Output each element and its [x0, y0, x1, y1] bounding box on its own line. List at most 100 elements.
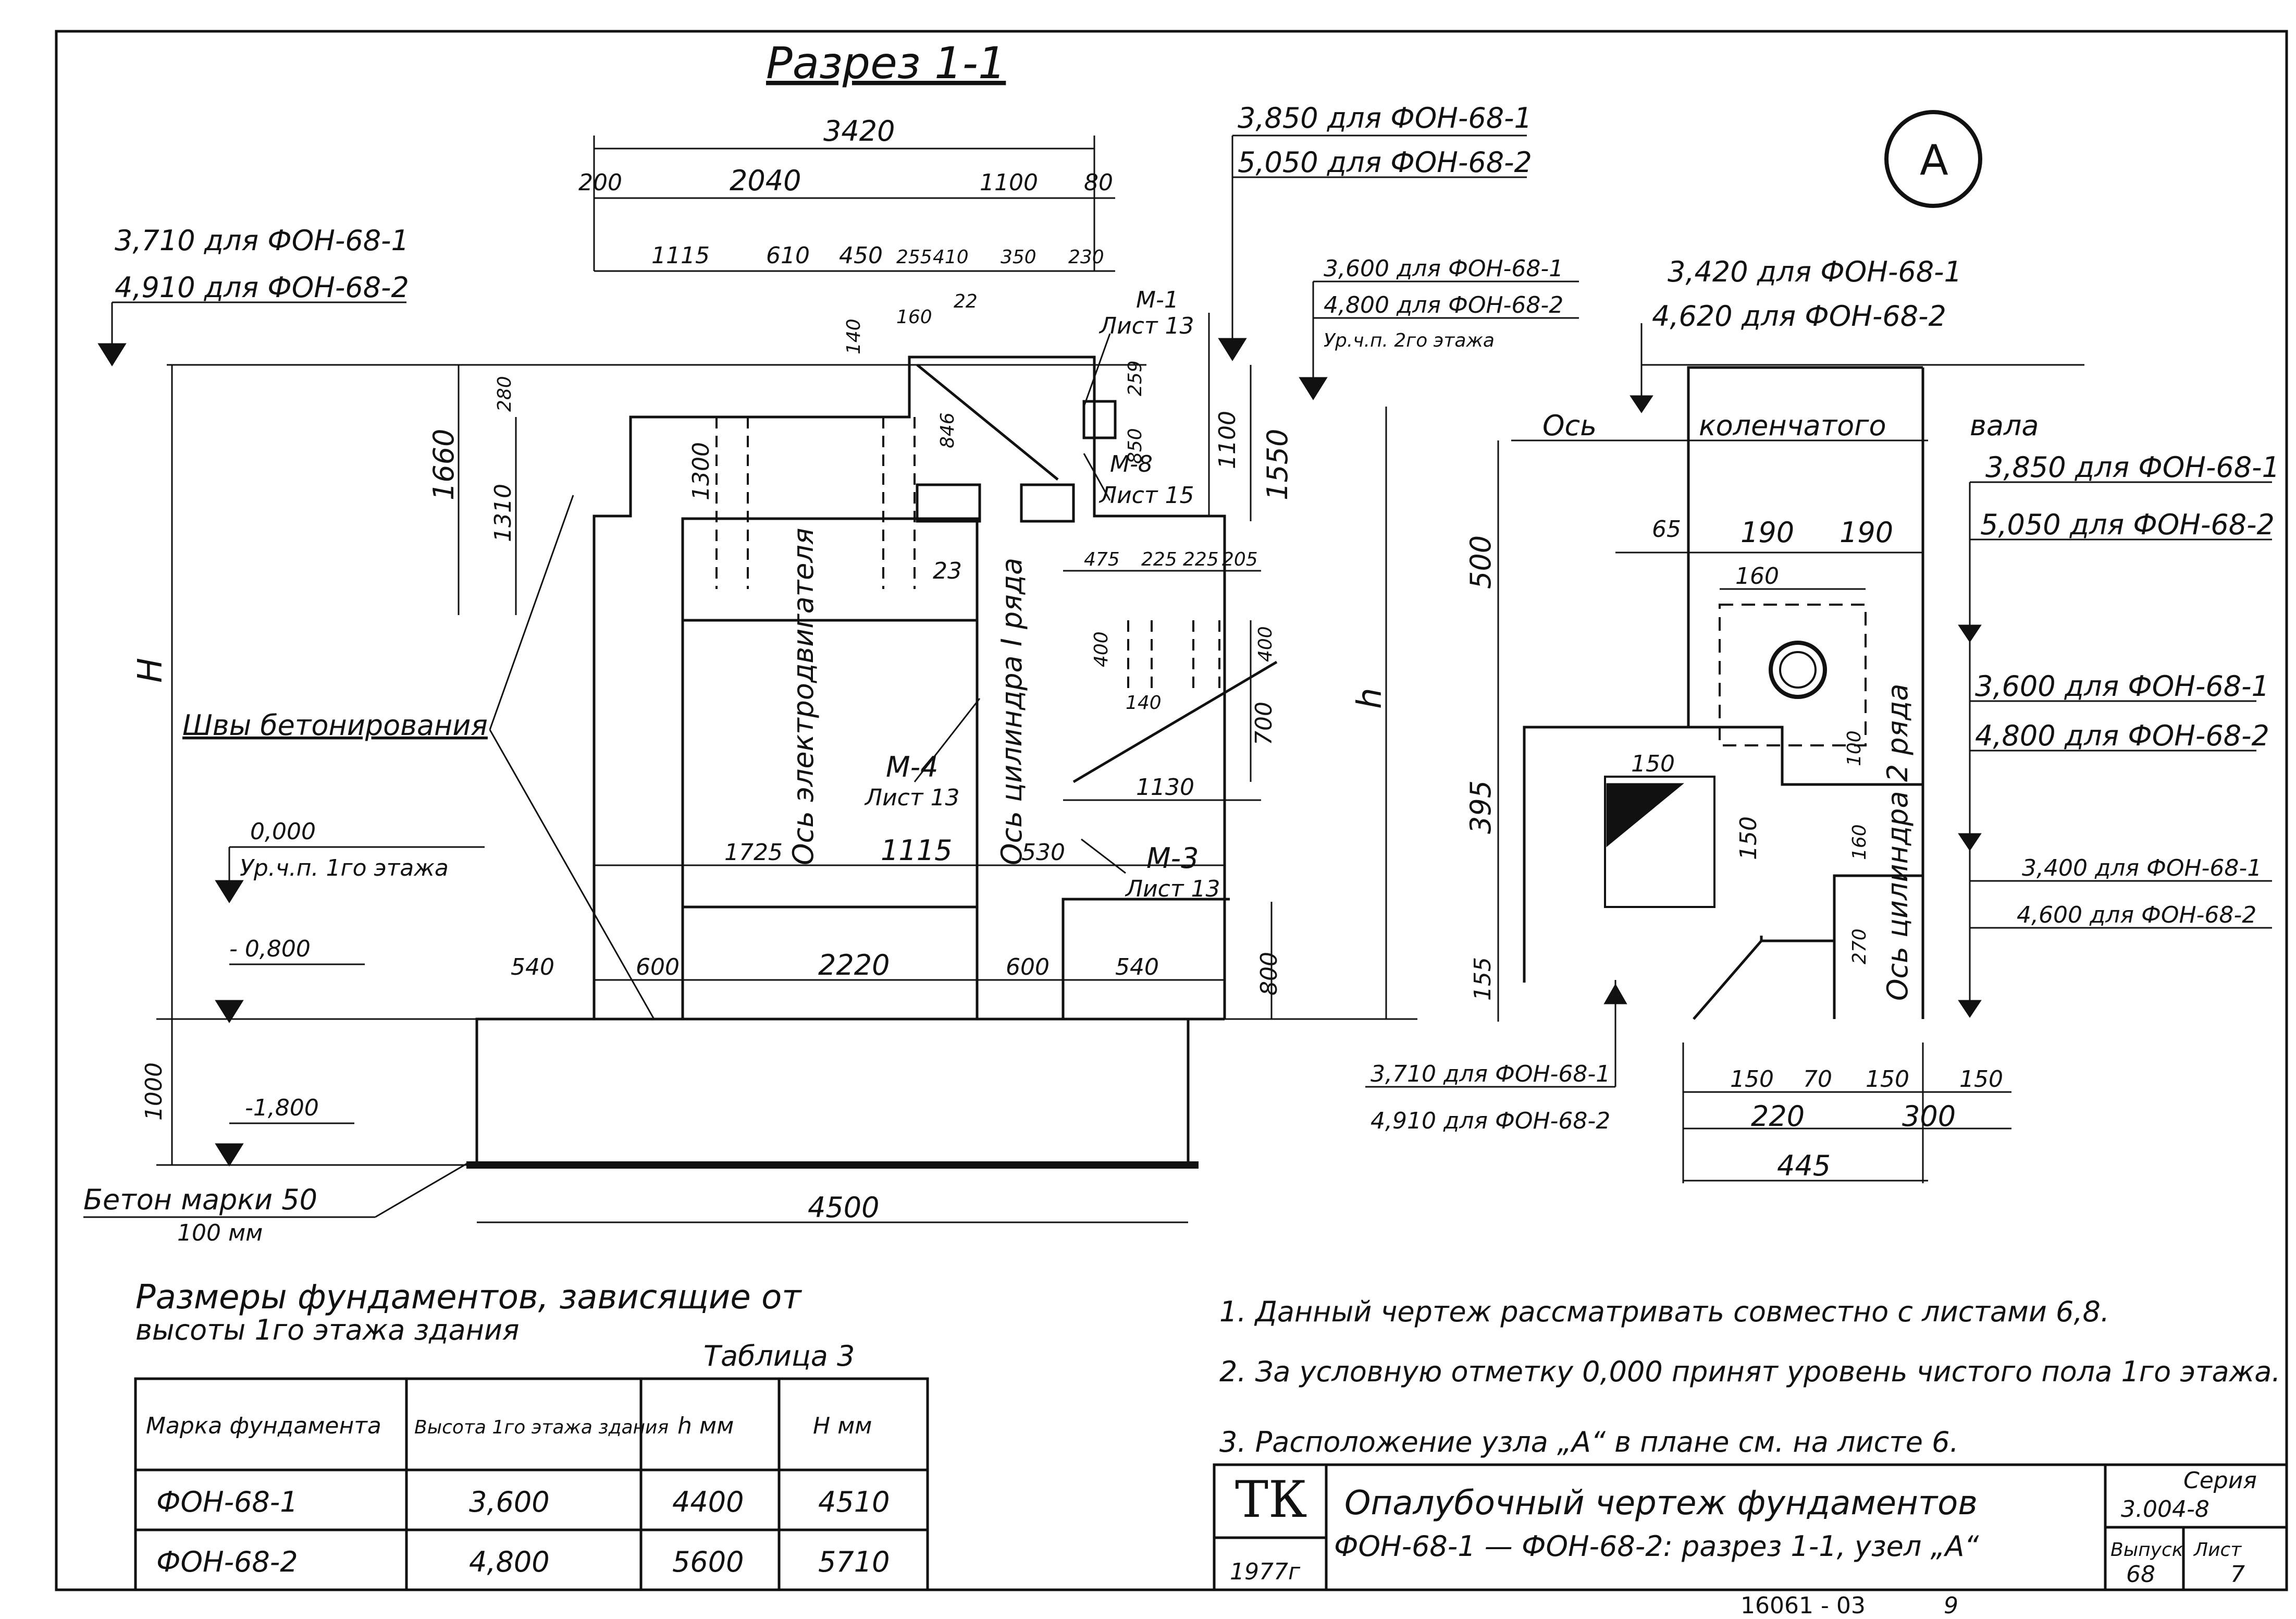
svg-text:23: 23	[933, 558, 962, 584]
section-level-marks	[97, 338, 1328, 1167]
svg-text:5600: 5600	[672, 1546, 744, 1578]
svg-text:205: 205	[1222, 549, 1258, 570]
svg-text:190: 190	[1740, 516, 1794, 549]
svg-text:22: 22	[954, 291, 978, 312]
svg-text:225: 225	[1141, 549, 1177, 570]
dim-h: h	[1351, 688, 1389, 709]
svg-text:259: 259	[1125, 360, 1146, 396]
svg-text:140: 140	[1126, 692, 1162, 714]
svg-text:410: 410	[933, 247, 969, 268]
stamp-series-label: Серия	[2183, 1467, 2257, 1494]
svg-text:2220: 2220	[818, 949, 890, 982]
svg-text:150: 150	[1735, 816, 1762, 860]
label-m4: М-4	[886, 751, 938, 783]
svg-text:500: 500	[1464, 535, 1497, 589]
node-mark-r2a: 3,600 для ФОН-68-1	[1975, 670, 2269, 703]
svg-text:1310: 1310	[490, 484, 516, 542]
stamp-org: ТК	[1235, 1470, 1307, 1529]
node-mark-r1a: 3,850 для ФОН-68-1	[1985, 451, 2280, 484]
node-axis-3: вала	[1970, 409, 2039, 442]
stamp-sheet: 7	[2230, 1561, 2245, 1588]
label-m1-sheet: Лист 13	[1098, 313, 1194, 339]
svg-text:1115: 1115	[651, 242, 710, 269]
note-3: 3. Расположение узла „А“ в плане см. на …	[1219, 1426, 1959, 1458]
svg-text:350: 350	[1001, 247, 1036, 268]
node-mark-r3b: 4,600 для ФОН-68-2	[2017, 902, 2256, 928]
svg-text:220: 220	[1751, 1100, 1805, 1133]
dims-small-section: 160 22 140 846 259 850 1100 1550 1300 13…	[427, 291, 1294, 584]
svg-text:5710: 5710	[818, 1546, 890, 1578]
node-mark-r3a: 3,400 для ФОН-68-1	[2022, 855, 2262, 881]
svg-text:H мм: H мм	[813, 1413, 872, 1439]
svg-text:400: 400	[1255, 626, 1276, 662]
svg-text:600: 600	[636, 954, 680, 980]
node-axis-1: Ось	[1542, 409, 1597, 442]
svg-text:400: 400	[1091, 631, 1112, 667]
stamp-series: 3.004-8	[2121, 1496, 2209, 1523]
svg-text:450: 450	[839, 242, 883, 269]
label-m3-sheet: Лист 13	[1125, 876, 1220, 902]
section-title: Разрез 1-1	[766, 38, 1006, 89]
node-mark-r1b: 5,050 для ФОН-68-2	[1980, 508, 2275, 541]
svg-text:h мм: h мм	[677, 1413, 734, 1439]
node-dims: 65 190 190 160 500 395 155 150 150 100 1…	[1464, 516, 2003, 1182]
dim-1000: 1000	[141, 1062, 167, 1121]
section-1-1-outline	[466, 355, 1278, 1169]
svg-text:150: 150	[1959, 1066, 2003, 1093]
svg-text:150: 150	[1866, 1066, 1909, 1093]
svg-text:700: 700	[1251, 702, 1277, 745]
axis-motor: Ось электродвигателя	[787, 528, 820, 865]
node-mark-top2: 4,620 для ФОН-68-2	[1652, 300, 1946, 333]
svg-text:230: 230	[1068, 247, 1104, 268]
node-label-circle: A	[1884, 110, 1982, 208]
svg-text:Марка фундамента: Марка фундамента	[146, 1413, 381, 1439]
table-row: ФОН-68-2 4,800 5600 5710	[156, 1546, 890, 1578]
node-mark-bl2: 4,910 для ФОН-68-2	[1371, 1108, 1610, 1134]
svg-text:160: 160	[1735, 563, 1779, 590]
label-concrete-thick: 100 мм	[177, 1220, 263, 1246]
mark-minus-0800: - 0,800	[229, 936, 311, 962]
table-caption-1: Размеры фундаментов, зависящие от	[135, 1278, 802, 1317]
dim-H: H	[131, 658, 170, 683]
svg-text:150: 150	[1730, 1066, 1774, 1093]
svg-text:255: 255	[896, 247, 932, 268]
svg-text:300: 300	[1902, 1100, 1956, 1133]
svg-text:3,600: 3,600	[469, 1486, 550, 1518]
svg-text:150: 150	[1631, 751, 1675, 777]
svg-text:100: 100	[1844, 730, 1865, 766]
dims-bottom-row: 540 600 2220 600 540	[511, 949, 1159, 982]
svg-text:225: 225	[1183, 549, 1219, 570]
stamp-sheet-label: Лист	[2193, 1539, 2242, 1561]
dims-row3: 1115 610 450 255 410 350 230	[651, 242, 1104, 269]
stamp-year: 1977г	[1230, 1559, 1301, 1585]
svg-text:1100: 1100	[1214, 411, 1241, 469]
svg-text:160: 160	[896, 306, 932, 328]
node-mark-bl1: 3,710 для ФОН-68-1	[1371, 1061, 1610, 1087]
node-mark-top1: 3,420 для ФОН-68-1	[1668, 255, 1962, 288]
svg-text:155: 155	[1470, 957, 1496, 1001]
dim-base-width: 4500	[808, 1191, 879, 1224]
label-m4-sheet: Лист 13	[864, 784, 959, 811]
stamp-title-2: ФОН-68-1 — ФОН-68-2: разрез 1-1, узел „А…	[1334, 1530, 1979, 1563]
svg-text:ФОН-68-1: ФОН-68-1	[156, 1486, 298, 1518]
mark-zero-floor: Ур.ч.п. 1го этажа	[240, 855, 449, 881]
svg-text:540: 540	[511, 954, 554, 980]
axis-cylinder-1: Ось цилиндра I ряда	[995, 558, 1028, 865]
svg-text:395: 395	[1464, 780, 1497, 834]
table-header: Марка фундамента Высота 1го этажа здания…	[146, 1413, 872, 1439]
mark-right-a2: 5,050 для ФОН-68-2	[1238, 146, 1532, 179]
label-m1: М-1	[1136, 287, 1179, 313]
svg-text:600: 600	[1006, 954, 1050, 980]
svg-text:70: 70	[1803, 1066, 1832, 1093]
svg-text:540: 540	[1115, 954, 1159, 980]
mark-right-b2: 4,800 для ФОН-68-2	[1324, 292, 1563, 318]
svg-text:4510: 4510	[818, 1486, 890, 1518]
svg-text:190: 190	[1840, 516, 1893, 549]
svg-text:80: 80	[1084, 169, 1113, 196]
svg-text:1725: 1725	[724, 839, 783, 866]
table-row: ФОН-68-1 3,600 4400 4510	[156, 1486, 890, 1518]
stamp-title-1: Опалубочный чертеж фундаментов	[1344, 1484, 1978, 1523]
footer-code: 16061 - 03	[1740, 1592, 1866, 1619]
svg-text:846: 846	[937, 412, 958, 448]
